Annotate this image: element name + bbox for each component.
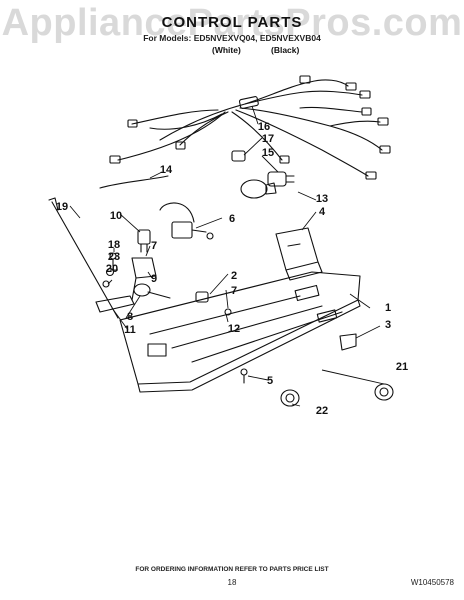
callout-1: 1 [385,302,391,314]
callout-17: 17 [262,133,274,145]
variant-white-label: (White) [212,45,241,55]
callout-11: 11 [124,324,136,336]
actuator-rod [48,197,119,319]
callout-6: 6 [229,213,235,225]
callout-12: 12 [228,323,240,335]
screw [240,368,248,376]
page-number: 18 [227,578,237,587]
wire-tube [99,175,169,189]
callout-18: 18 [108,239,120,251]
door-switch [339,333,357,351]
screw [224,308,232,316]
callout-20: 20 [106,263,118,275]
callout-2: 2 [231,270,237,282]
models-subtitle: For Models: ED5NVEXVQ04, ED5NVEXVB04 [143,33,321,43]
sensor-module [159,202,207,239]
watermark: AppliancePartsPros.com [1,2,463,44]
callout-5: 5 [267,375,273,387]
control-box [275,227,323,281]
callout-3: 3 [385,319,391,331]
document-id: W10450578 [410,578,454,587]
screw [102,280,110,288]
page-title: CONTROL PARTS [161,14,303,31]
callout-15: 15 [262,147,274,159]
callout-8: 8 [127,311,133,323]
actuator-assembly [95,283,171,313]
callout-13: 13 [316,193,328,205]
switch [137,229,151,253]
wire-harness [109,75,391,180]
washer [105,267,115,277]
callout-22: 22 [316,405,328,417]
callout-23: 23 [108,251,120,263]
callout-7-upper: 7 [151,240,157,252]
callout-16: 16 [258,121,270,133]
callout-7-lower: 7 [231,285,237,297]
callout-14: 14 [160,164,173,176]
callout-9: 9 [151,273,157,285]
callout-21: 21 [396,361,408,373]
lamp-socket [267,171,295,187]
control-board [195,291,209,303]
connector-part [231,150,246,162]
screw [206,232,214,240]
callout-19: 19 [56,201,68,213]
grommet [374,383,394,401]
callout-4: 4 [319,206,326,218]
ordering-note: FOR ORDERING INFORMATION REFER TO PARTS … [135,566,329,573]
grommet [280,389,300,407]
light-bulb [240,179,277,199]
callout-10: 10 [110,210,122,222]
variant-black-label: (Black) [271,45,300,55]
